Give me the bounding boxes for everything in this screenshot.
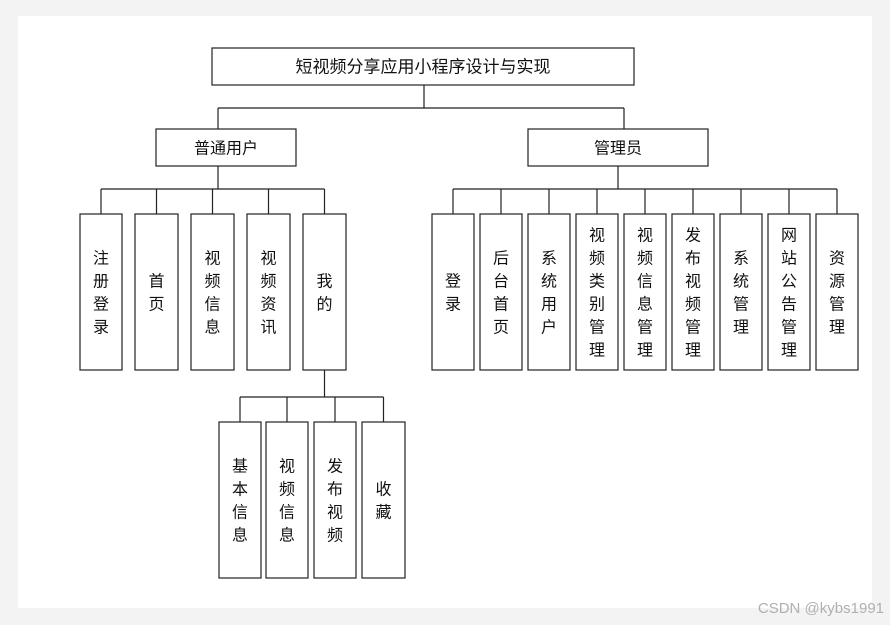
node-admin-6: 系统管理 [719, 213, 763, 371]
root-node: 短视频分享应用小程序设计与实现 [211, 47, 635, 86]
node-user-4-box [302, 213, 347, 371]
node-admin-4: 视频信息管理 [623, 213, 667, 371]
root-node-box [211, 47, 635, 86]
node-user-4: 我的 [302, 213, 347, 371]
node-admin-4-box [623, 213, 667, 371]
node-admin-0-label: 登录 [445, 272, 461, 314]
node-my-0-box [218, 421, 262, 579]
node-regular-user: 普通用户 [155, 128, 297, 167]
node-admin-8-label: 资源管理 [829, 249, 845, 337]
node-admin-8-box [815, 213, 859, 371]
node-user-4-label: 我的 [316, 272, 332, 314]
node-user-1-label: 首页 [148, 272, 164, 314]
node-my-0: 基本信息 [218, 421, 262, 579]
node-my-3: 收藏 [361, 421, 406, 579]
node-my-3-box [361, 421, 406, 579]
node-admin-3-label: 视频类别管理 [589, 226, 605, 360]
node-user-2: 视频信息 [190, 213, 235, 371]
node-user-1-box [134, 213, 179, 371]
node-my-3-label: 收藏 [375, 480, 391, 522]
node-user-3-label: 视频资讯 [260, 249, 276, 337]
watermark: CSDN @kybs1991 [757, 600, 884, 617]
node-user-0: 注册登录 [79, 213, 123, 371]
node-admin-3-box [575, 213, 619, 371]
node-admin-2-box [527, 213, 571, 371]
node-admin-1-label: 后台首页 [493, 249, 509, 337]
node-my-1-box [265, 421, 309, 579]
node-admin-6-label: 系统管理 [733, 249, 749, 337]
node-admin-0: 登录 [431, 213, 475, 371]
node-admin-7: 网站公告管理 [767, 213, 811, 371]
node-admin-3: 视频类别管理 [575, 213, 619, 371]
node-user-0-box [79, 213, 123, 371]
node-admin: 管理员 [527, 128, 709, 167]
node-user-3: 视频资讯 [246, 213, 291, 371]
node-my-2-label: 发布视频 [327, 457, 343, 545]
node-regular-user-label: 普通用户 [194, 139, 258, 158]
node-user-1: 首页 [134, 213, 179, 371]
diagram-nodes: 短视频分享应用小程序设计与实现普通用户注册登录首页视频信息视频资讯我的基本信息视… [79, 47, 859, 579]
node-my-1-label: 视频信息 [279, 457, 295, 545]
node-my-0-label: 基本信息 [232, 457, 248, 545]
node-admin-1: 后台首页 [479, 213, 523, 371]
node-admin-6-box [719, 213, 763, 371]
node-admin-7-label: 网站公告管理 [781, 226, 797, 360]
node-admin-4-label: 视频信息管理 [637, 226, 653, 360]
node-admin-label: 管理员 [594, 139, 642, 158]
node-admin-5-label: 发布视频管理 [685, 226, 701, 360]
node-user-2-label: 视频信息 [204, 249, 220, 337]
node-my-1: 视频信息 [265, 421, 309, 579]
node-admin-7-box [767, 213, 811, 371]
node-user-2-box [190, 213, 235, 371]
node-admin-box [527, 128, 709, 167]
node-admin-5: 发布视频管理 [671, 213, 715, 371]
node-user-0-label: 注册登录 [93, 249, 109, 337]
node-regular-user-box [155, 128, 297, 167]
node-my-2: 发布视频 [313, 421, 357, 579]
root-node-label: 短视频分享应用小程序设计与实现 [296, 58, 551, 78]
node-admin-5-box [671, 213, 715, 371]
node-admin-2-label: 系统用户 [541, 249, 557, 337]
node-my-2-box [313, 421, 357, 579]
node-admin-1-box [479, 213, 523, 371]
node-user-3-box [246, 213, 291, 371]
node-admin-0-box [431, 213, 475, 371]
connector-lines [100, 85, 838, 422]
node-admin-2: 系统用户 [527, 213, 571, 371]
node-admin-8: 资源管理 [815, 213, 859, 371]
